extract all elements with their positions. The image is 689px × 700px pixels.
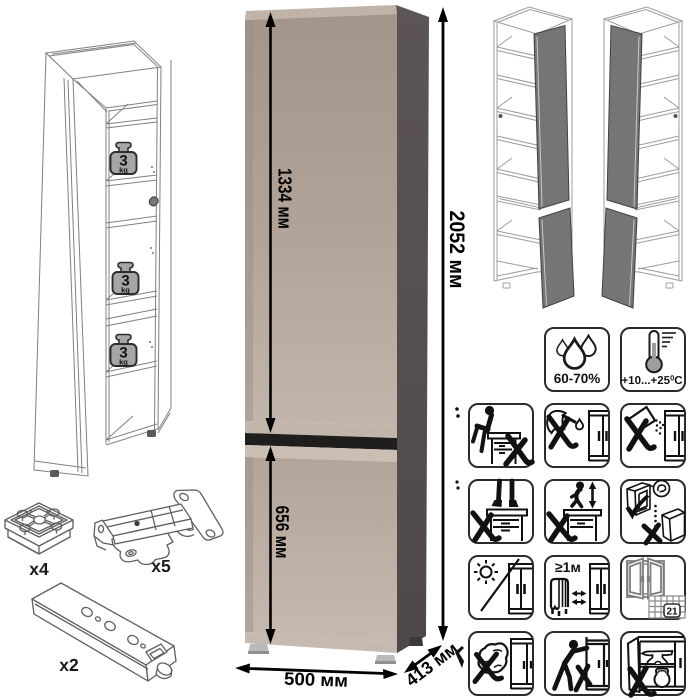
svg-text:3: 3: [119, 345, 127, 362]
svg-text:60-70%: 60-70%: [554, 371, 601, 386]
svg-text:1334 мм: 1334 мм: [273, 168, 294, 229]
svg-text:656 мм: 656 мм: [272, 506, 293, 559]
svg-text:2052 мм: 2052 мм: [445, 211, 468, 289]
svg-text:≥1м: ≥1м: [555, 559, 581, 575]
svg-text:x4: x4: [29, 559, 49, 579]
svg-text:+10...+250С: +10...+250С: [621, 374, 682, 388]
svg-text:x5: x5: [151, 556, 171, 576]
svg-text:3: 3: [121, 273, 129, 290]
svg-text:kg: kg: [121, 286, 130, 295]
svg-text:500 мм: 500 мм: [284, 669, 349, 691]
svg-text:kg: kg: [119, 358, 128, 367]
svg-text:kg: kg: [119, 166, 128, 175]
svg-text:3: 3: [119, 153, 127, 170]
svg-text:21: 21: [666, 607, 678, 618]
svg-text:x2: x2: [59, 655, 79, 675]
